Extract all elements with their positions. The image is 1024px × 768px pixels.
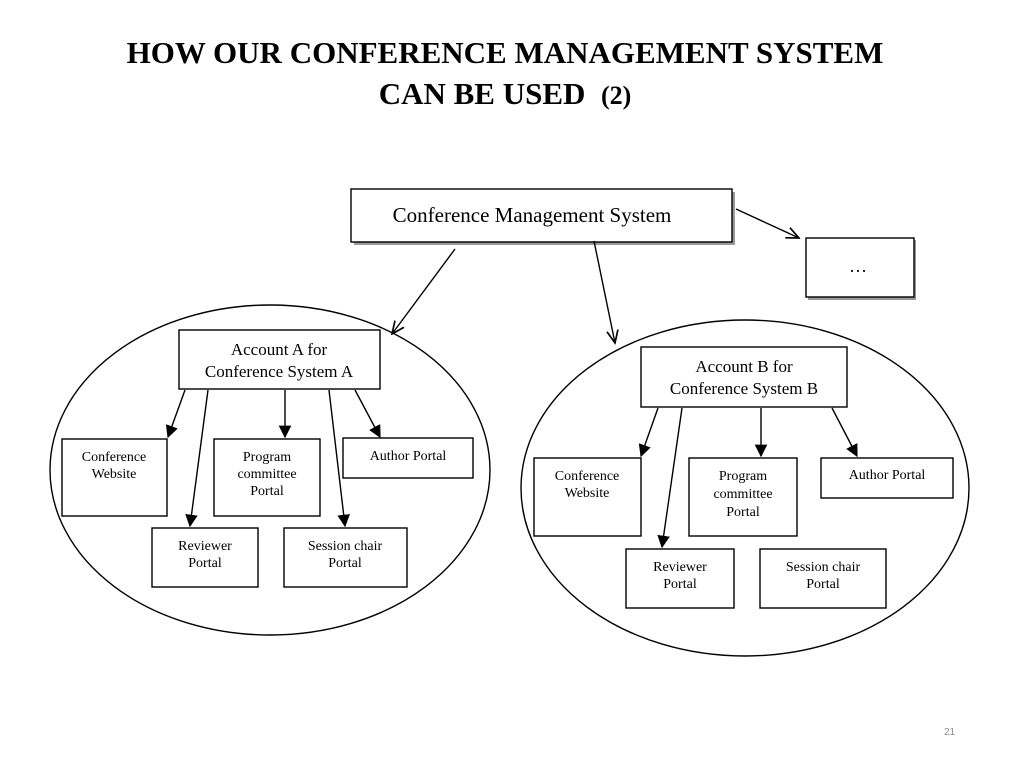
title-line-2-text: CAN BE USED — [378, 76, 586, 111]
b-author-box — [820, 457, 954, 499]
title-line-1: HOW OUR CONFERENCE MANAGEMENT SYSTEM — [126, 35, 884, 70]
root-label: Conference Management System — [393, 203, 672, 227]
b-website-label-1: Conference — [555, 469, 620, 484]
account-a-label-2: Conference System A — [205, 362, 354, 381]
b-session-label-1: Session chair — [786, 560, 861, 575]
arrow-a-website — [165, 389, 186, 439]
a-website-label-1: Conference — [82, 450, 147, 465]
page-number: 21 — [944, 727, 956, 738]
arrow-b-reviewer — [657, 407, 683, 549]
more-label: … — [849, 256, 867, 276]
arrow-b-author — [831, 407, 858, 458]
b-program-box — [688, 457, 798, 537]
account-b-ellipse — [520, 319, 970, 657]
b-program-label-1: Program — [719, 469, 767, 484]
b-session-box — [759, 548, 887, 609]
account-a-label-1: Account A for — [231, 340, 328, 359]
a-program-label-1: Program — [243, 450, 291, 465]
a-session-label-2: Portal — [328, 556, 362, 571]
account-b-box — [640, 346, 848, 408]
slide-title: HOW OUR CONFERENCE MANAGEMENT SYSTEM CAN… — [0, 32, 1010, 116]
b-author-label: Author Portal — [849, 468, 926, 483]
b-website-label-2: Website — [565, 486, 610, 501]
arrow-root-more — [735, 208, 799, 238]
a-website-box — [61, 438, 168, 517]
a-author-box — [342, 437, 474, 479]
arrow-root-account-b — [593, 240, 615, 343]
a-reviewer-label-2: Portal — [188, 556, 222, 571]
account-a-ellipse — [49, 304, 491, 636]
b-program-label-3: Portal — [726, 505, 760, 520]
arrow-root-account-a — [392, 248, 456, 334]
a-program-label-2: committee — [237, 467, 296, 482]
b-reviewer-label-1: Reviewer — [653, 560, 707, 575]
a-program-label-3: Portal — [250, 484, 284, 499]
a-website-label-2: Website — [92, 467, 137, 482]
title-number: (2) — [600, 81, 632, 110]
b-program-label-2: committee — [713, 487, 772, 502]
a-session-box — [283, 527, 408, 588]
more-box — [805, 237, 915, 298]
title-line-2: CAN BE USED (2) — [0, 73, 1010, 116]
a-reviewer-label-1: Reviewer — [178, 539, 232, 554]
account-a-box — [178, 329, 381, 390]
account-b-label-1: Account B for — [695, 357, 793, 376]
arrow-a-reviewer — [185, 389, 209, 528]
a-session-label-1: Session chair — [308, 539, 383, 554]
arrow-b-website — [638, 407, 659, 458]
a-program-box — [213, 438, 321, 517]
b-session-label-2: Portal — [806, 577, 840, 592]
arrow-a-session — [328, 389, 350, 528]
a-reviewer-box — [151, 527, 259, 588]
b-website-box — [533, 457, 642, 537]
arrow-a-author — [354, 389, 381, 439]
account-b-label-2: Conference System B — [670, 379, 818, 398]
root-box — [350, 188, 733, 243]
b-reviewer-box — [625, 548, 735, 609]
b-reviewer-label-2: Portal — [663, 577, 697, 592]
a-author-label: Author Portal — [370, 449, 447, 464]
